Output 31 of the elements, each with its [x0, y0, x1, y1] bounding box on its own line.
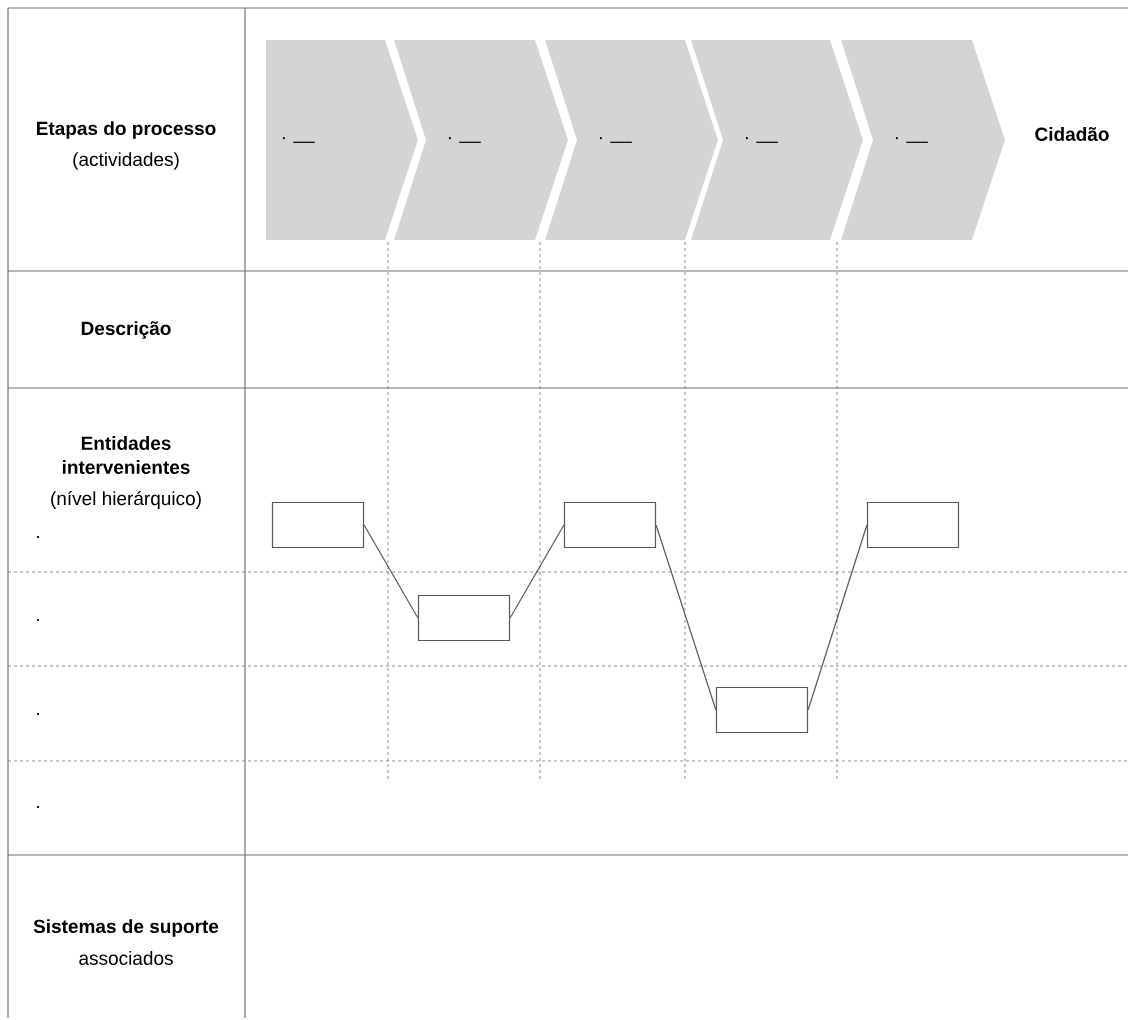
connector-line	[363, 524, 419, 619]
bullet-point: .	[37, 536, 39, 538]
process-step: . __	[841, 40, 1005, 240]
process-step: . __	[691, 40, 863, 240]
connector-line	[655, 524, 717, 711]
bullet-point: .	[37, 713, 39, 715]
entity-box	[417, 594, 511, 642]
entity-box	[563, 501, 657, 549]
row-subheading: (actividades)	[73, 152, 179, 170]
connector-line	[509, 524, 565, 619]
node-label: . __	[599, 137, 632, 143]
node-label: . __	[448, 137, 481, 143]
entity-box	[271, 501, 365, 549]
process-step: . __	[394, 40, 568, 240]
entity-box	[866, 501, 960, 549]
bullet-point: .	[37, 806, 39, 808]
process-step: . __	[266, 40, 418, 240]
connector-line	[807, 524, 868, 711]
row-header: Descrição	[81, 321, 171, 339]
entity-box	[715, 686, 809, 734]
row-header: Entidades intervenientes	[62, 436, 190, 474]
node-label: . __	[282, 137, 315, 143]
row-subheading: (nível hierárquico)	[51, 491, 201, 509]
node-label: . __	[745, 137, 778, 143]
process-step: . __	[545, 40, 718, 240]
end-label: Cidadão	[1035, 127, 1109, 141]
row-subheading: associados	[79, 951, 173, 965]
node-label: . __	[895, 137, 928, 143]
bullet-point: .	[37, 619, 39, 621]
row-header: Etapas do processo	[37, 121, 216, 139]
row-header: Sistemas de suporte	[33, 919, 219, 937]
